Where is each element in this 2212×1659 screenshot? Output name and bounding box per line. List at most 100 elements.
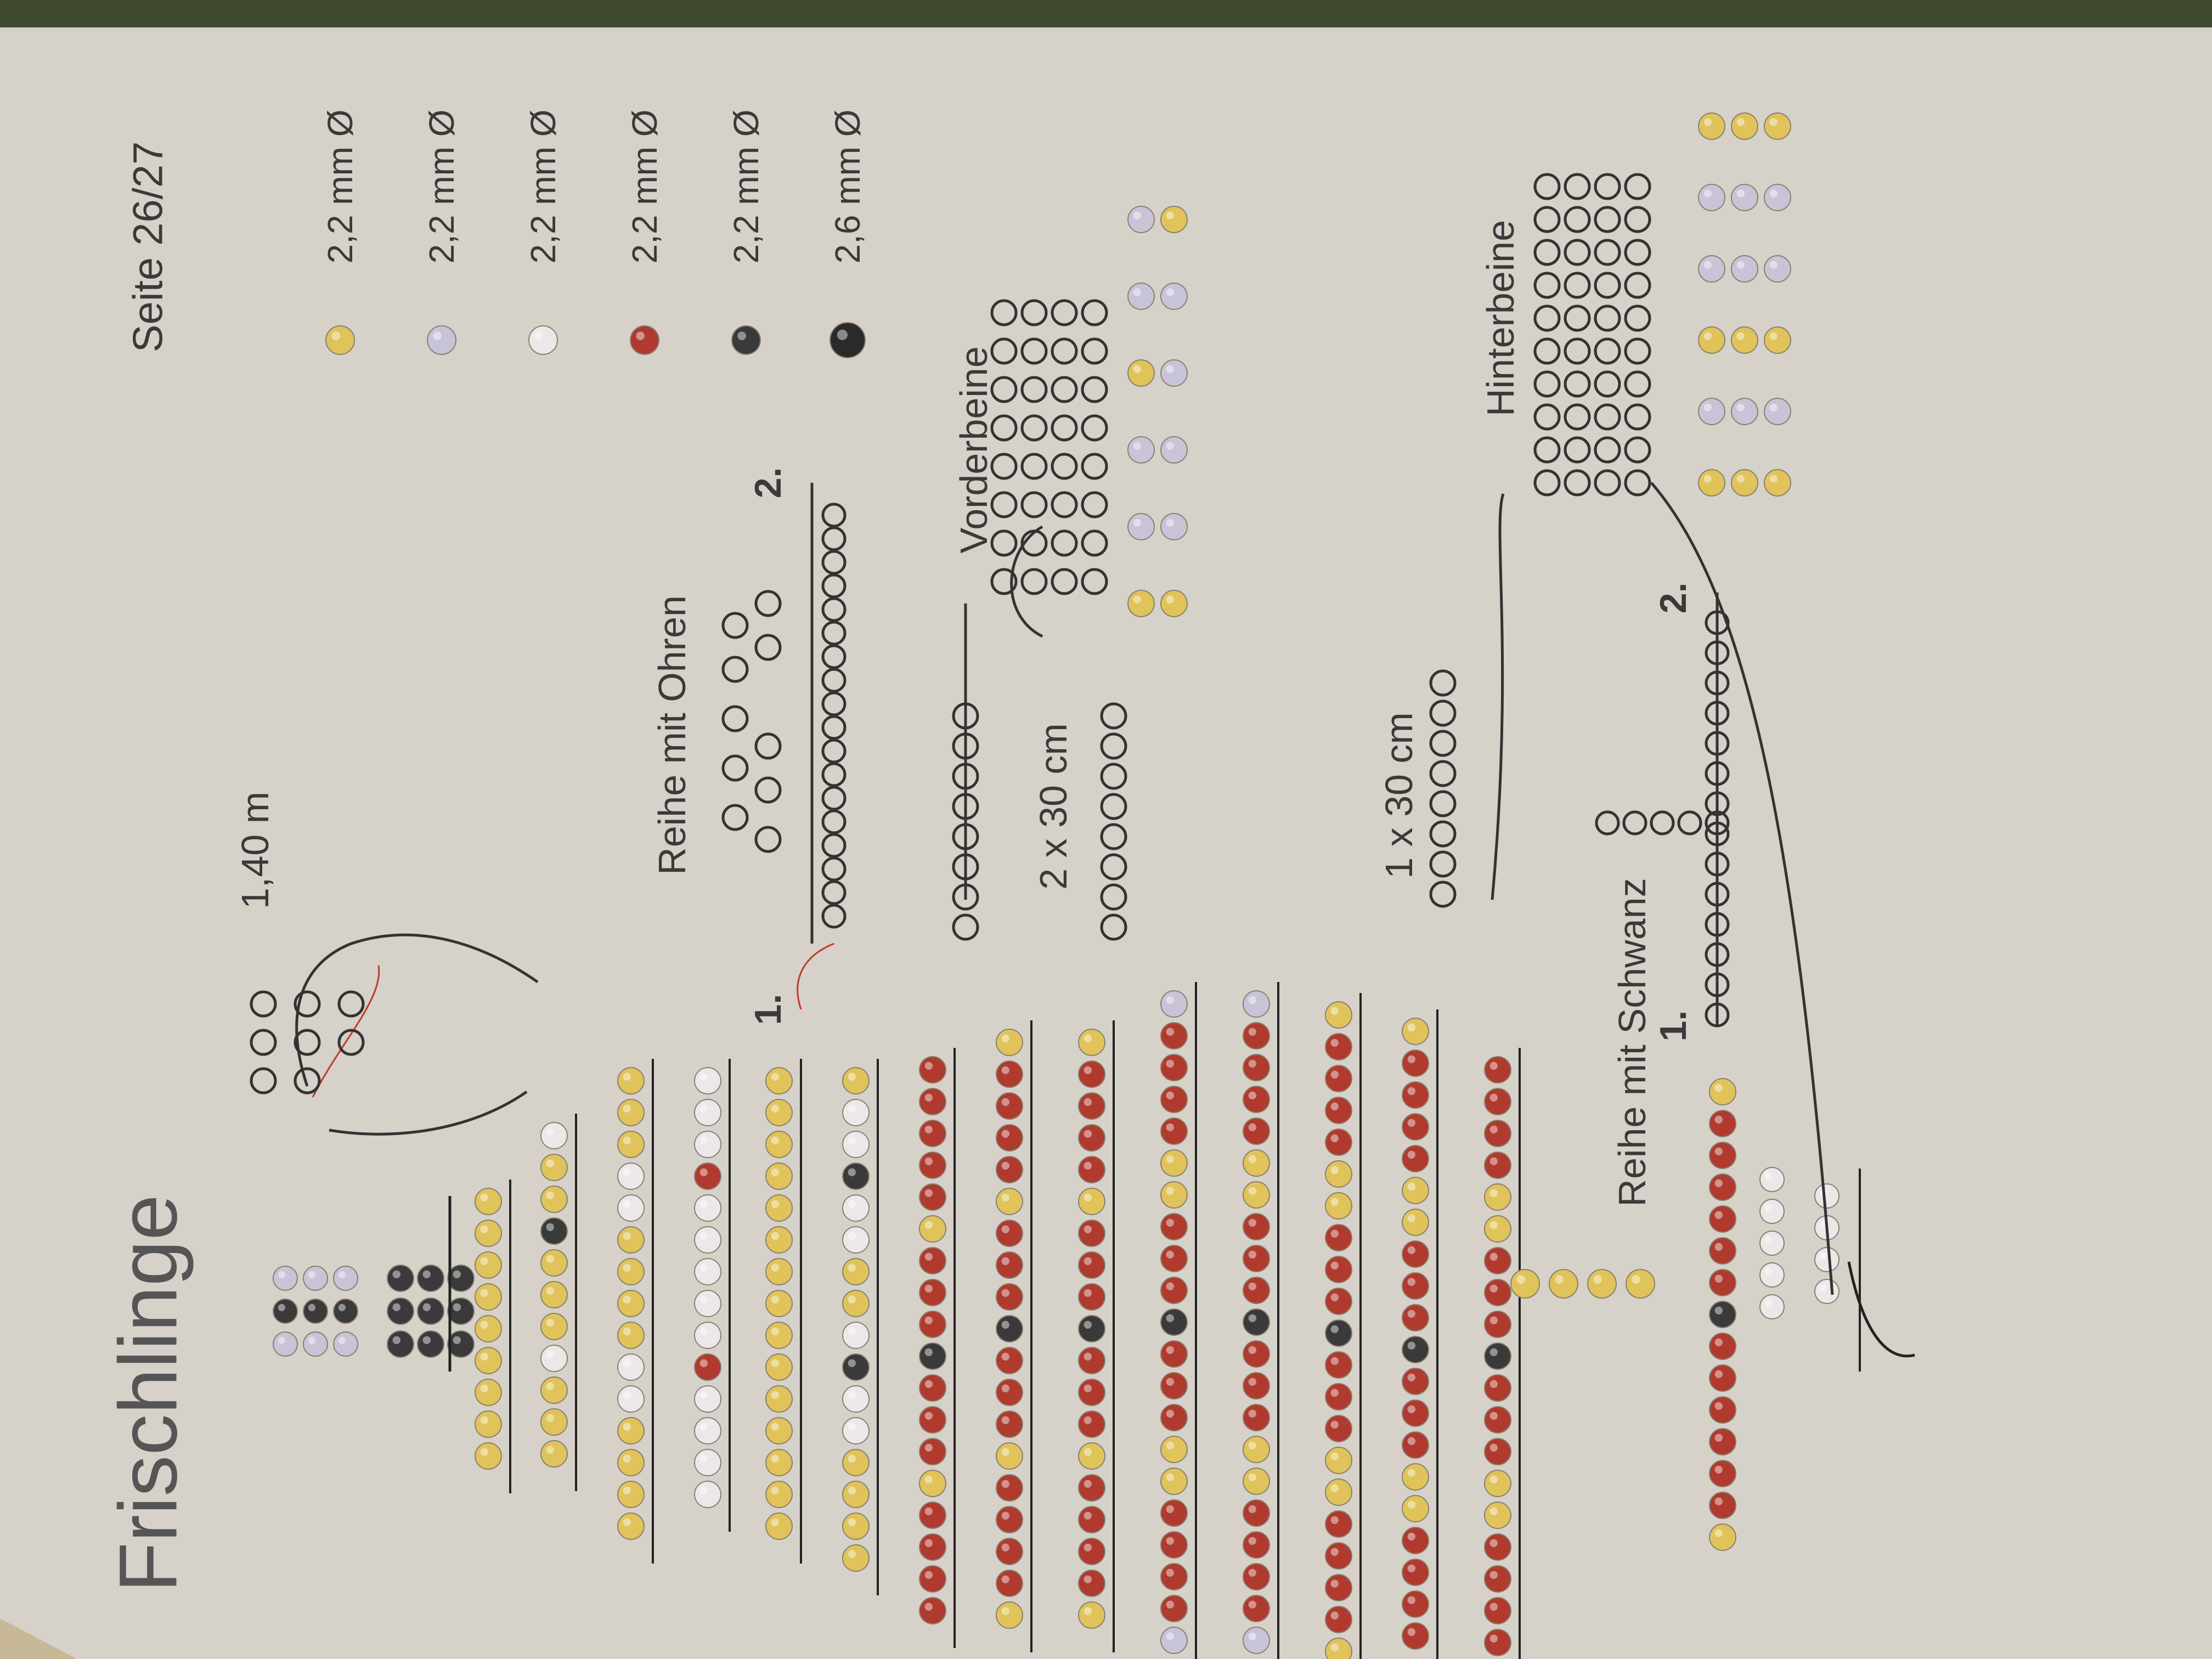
bead-outline xyxy=(1564,337,1591,365)
bead xyxy=(842,1449,870,1476)
bead xyxy=(765,1417,793,1444)
bead-outline xyxy=(1020,491,1048,518)
bead-outline xyxy=(821,573,847,599)
bead xyxy=(731,325,761,355)
bead-highlight xyxy=(1084,1098,1092,1107)
bead xyxy=(694,1417,721,1444)
bead xyxy=(1484,1183,1511,1211)
bead-highlight xyxy=(848,1454,856,1463)
bead xyxy=(1078,1570,1105,1597)
bead xyxy=(1709,1460,1736,1487)
bead-outline xyxy=(1081,299,1108,326)
bead-highlight xyxy=(1703,475,1712,483)
bead xyxy=(1626,1269,1655,1299)
bead xyxy=(694,1353,721,1381)
bead xyxy=(919,1533,946,1561)
bead xyxy=(694,1385,721,1413)
bead-highlight xyxy=(1166,1632,1174,1640)
bead-outline xyxy=(294,1067,321,1094)
wire-path xyxy=(1491,493,1505,900)
bead xyxy=(303,1266,328,1291)
bead xyxy=(919,1374,946,1402)
bead-outline xyxy=(1020,376,1048,403)
bead-highlight xyxy=(1248,1378,1256,1386)
bead-highlight xyxy=(771,1232,780,1240)
bead-outline xyxy=(821,620,847,646)
bead-highlight xyxy=(924,1380,933,1388)
bead-highlight xyxy=(392,1336,400,1344)
bead-outline xyxy=(1533,173,1561,200)
bead-highlight xyxy=(1166,1346,1174,1354)
bead-outline xyxy=(1533,469,1561,496)
bead-outline xyxy=(990,568,1018,595)
bead-highlight xyxy=(546,1318,554,1327)
bead xyxy=(617,1067,645,1094)
bead-highlight xyxy=(623,1200,631,1208)
bead-highlight xyxy=(1330,1516,1339,1524)
bead xyxy=(1325,1415,1352,1442)
bead-outline xyxy=(1705,821,1730,847)
bead-outline xyxy=(1564,239,1591,266)
bead-highlight xyxy=(771,1454,780,1463)
bead xyxy=(1243,1054,1270,1081)
bead-highlight xyxy=(1001,1066,1010,1075)
bead-outline xyxy=(754,732,782,760)
bead xyxy=(630,325,659,355)
bead-outline xyxy=(821,644,847,669)
bead-highlight xyxy=(1714,1179,1723,1187)
bead xyxy=(1160,283,1188,310)
bead-highlight xyxy=(1084,1321,1092,1329)
bead-highlight xyxy=(771,1200,780,1208)
bead-highlight xyxy=(1714,1115,1723,1124)
bead-highlight xyxy=(623,1073,631,1081)
bead-highlight xyxy=(1001,1193,1010,1201)
bead-highlight xyxy=(1248,1187,1256,1195)
bead-outline xyxy=(1100,823,1127,850)
bead-highlight xyxy=(1001,1161,1010,1170)
bead-highlight xyxy=(771,1423,780,1431)
bead-outline xyxy=(1533,370,1561,398)
bead-outline xyxy=(721,612,749,639)
bead-highlight xyxy=(1407,1405,1415,1413)
bead-highlight xyxy=(1330,1039,1339,1047)
bead-outline xyxy=(821,904,847,929)
bead-highlight xyxy=(1736,332,1745,340)
bead-outline xyxy=(754,826,782,853)
bead xyxy=(387,1297,414,1325)
bead-highlight xyxy=(422,1336,431,1344)
bead-highlight xyxy=(480,1289,488,1297)
bead-highlight xyxy=(699,1391,708,1399)
bead xyxy=(1243,1086,1270,1113)
bead-highlight xyxy=(1248,1346,1256,1354)
bead-outline xyxy=(1051,568,1078,595)
bead-highlight xyxy=(546,1382,554,1390)
bead-highlight xyxy=(848,1104,856,1113)
bead-highlight xyxy=(278,1304,285,1311)
bead xyxy=(1325,1542,1352,1570)
bead xyxy=(1731,112,1758,140)
bead-outline xyxy=(1650,810,1675,836)
bead-outline xyxy=(1595,810,1620,836)
bead-highlight xyxy=(338,1304,346,1311)
bead-outline xyxy=(990,299,1018,326)
bead-outline xyxy=(952,913,979,941)
bead xyxy=(919,1088,946,1115)
bead-highlight xyxy=(480,1448,488,1456)
bead-highlight xyxy=(546,1446,554,1454)
bead-outline xyxy=(1429,850,1457,878)
bead xyxy=(1709,1269,1736,1296)
bead-highlight xyxy=(453,1270,461,1278)
bead xyxy=(528,325,558,355)
bead-highlight xyxy=(1084,1066,1092,1075)
bead xyxy=(1160,1563,1188,1590)
bead xyxy=(333,1266,358,1291)
bead xyxy=(1243,1563,1270,1590)
bead-highlight xyxy=(1714,1529,1723,1537)
bead-outline xyxy=(1051,337,1078,365)
bead xyxy=(1587,1269,1617,1299)
bead-outline xyxy=(1051,529,1078,557)
bead-outline xyxy=(821,715,847,740)
bead xyxy=(540,1122,568,1149)
bead-highlight xyxy=(1489,1252,1498,1261)
